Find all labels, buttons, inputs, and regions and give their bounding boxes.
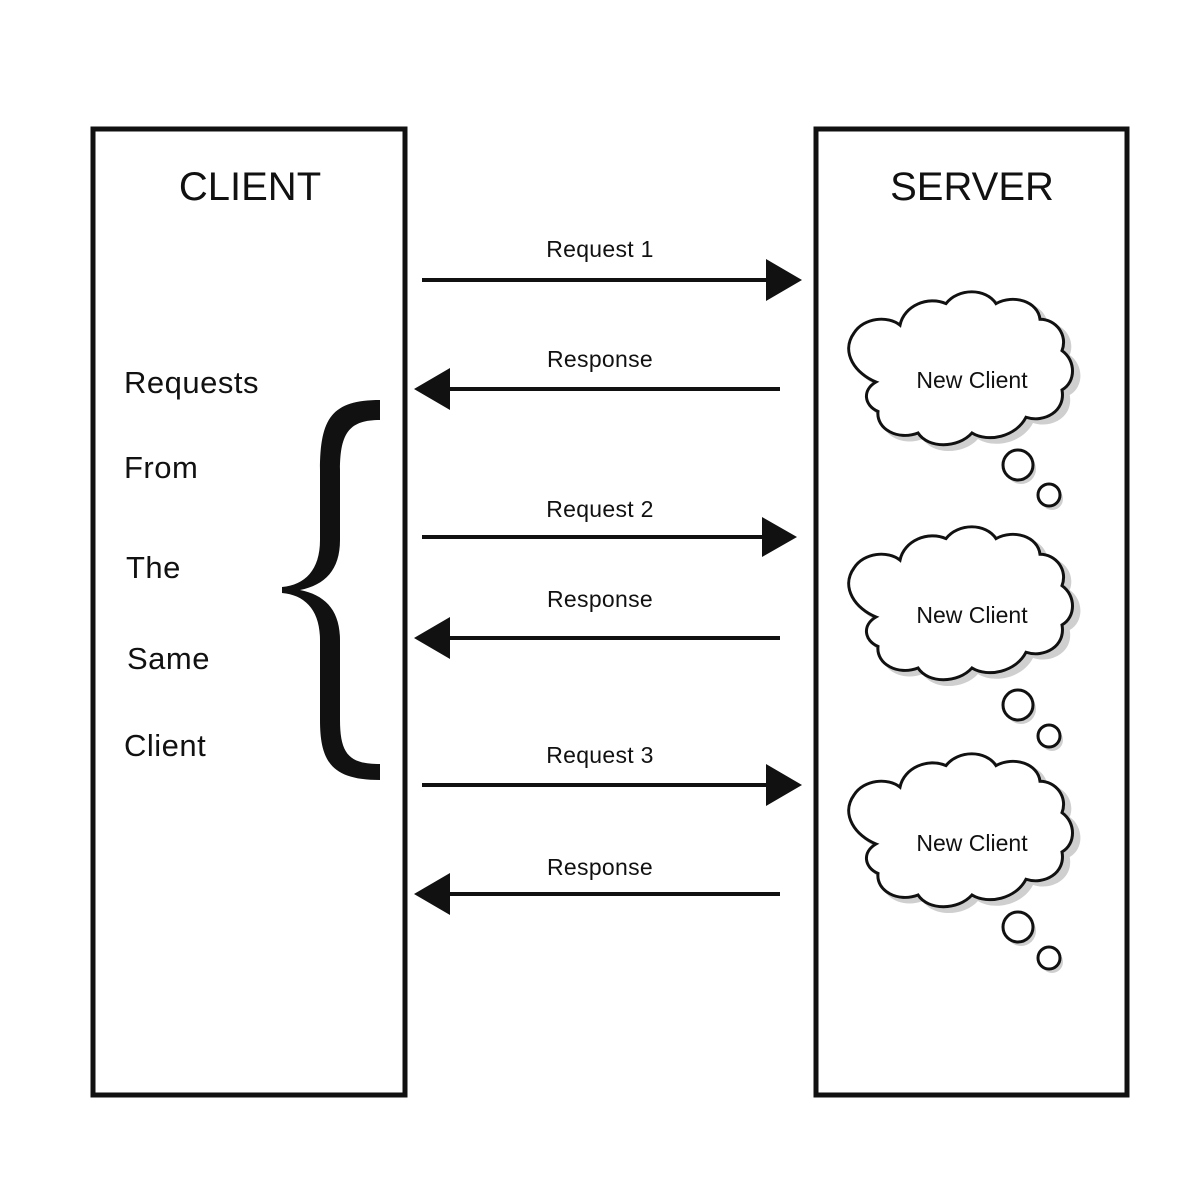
client-word-from: From [124,450,198,485]
response-1-label: Response [547,346,653,372]
client-word-same: Same [127,641,210,676]
response-2-arrow [414,617,780,659]
request-1-label: Request 1 [546,236,654,262]
cloud-3-label: New Client [916,830,1028,856]
client-word-client: Client [124,728,206,763]
exchange-2: Request 2 Response [414,496,797,659]
request-3-label: Request 3 [546,742,654,768]
client-panel: CLIENT Requests From The Same Client [90,126,408,1098]
cloud-2-label: New Client [916,602,1028,628]
client-title: CLIENT [179,165,321,209]
request-2-arrow [422,517,797,557]
request-1-arrow [422,259,802,301]
client-box [90,126,408,1098]
response-3-arrow [414,873,780,915]
thought-cloud-icon: New Client [847,525,1081,751]
request-3-arrow [422,764,802,806]
thought-cloud-icon: New Client [847,752,1081,973]
response-3-label: Response [547,854,653,880]
exchange-1: Request 1 Response [414,236,802,410]
cloud-1-label: New Client [916,367,1028,393]
client-word-requests: Requests [124,365,259,400]
thought-cloud-icon: New Client [847,290,1081,510]
request-2-label: Request 2 [546,496,654,522]
curly-brace-icon [282,400,380,780]
server-title: SERVER [890,165,1054,209]
exchange-3: Request 3 Response [414,742,802,915]
response-2-label: Response [547,586,653,612]
response-1-arrow [414,368,780,410]
client-word-the: The [126,550,181,585]
